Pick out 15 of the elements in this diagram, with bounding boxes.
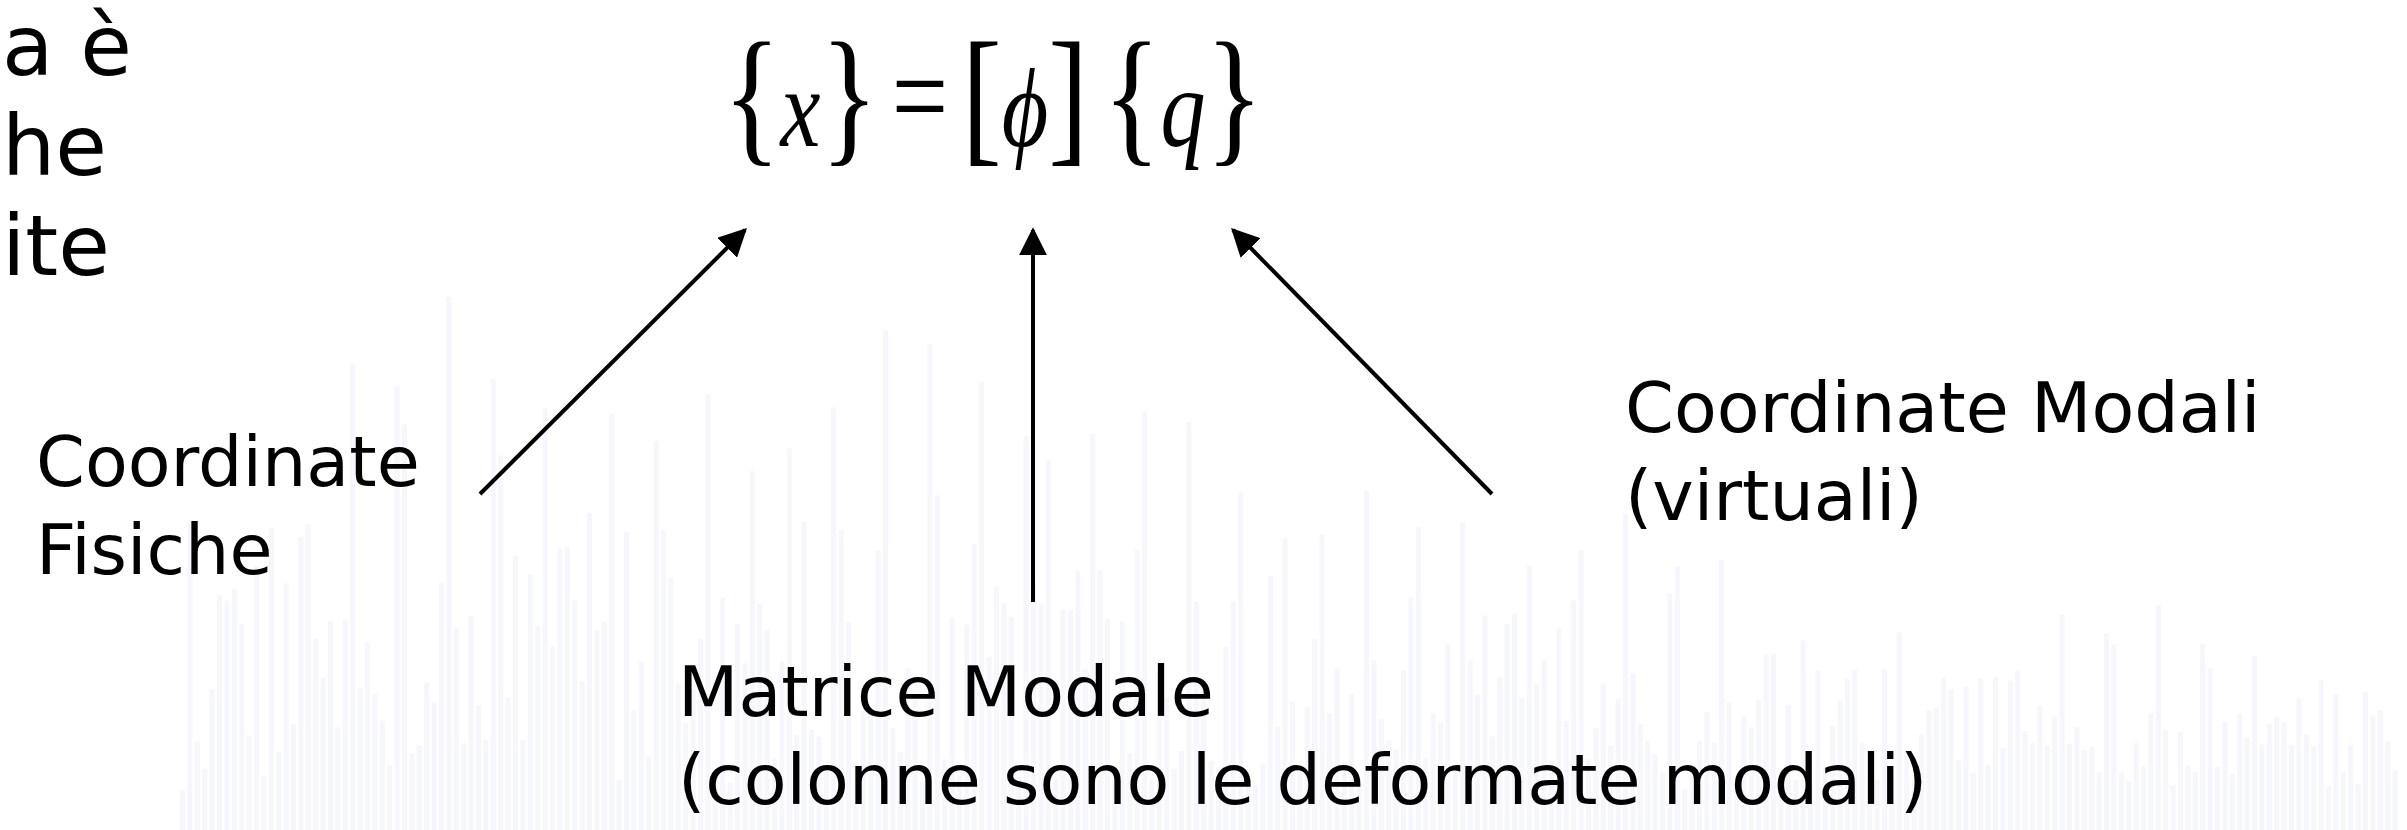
annotation-text: Matrice Modale bbox=[678, 650, 1215, 735]
annotation-text: Coordinate Modali bbox=[1625, 366, 2262, 451]
leader-arrow bbox=[1231, 228, 1494, 496]
equation-term: {q} bbox=[1101, 15, 1265, 181]
equation-term: {x} bbox=[721, 15, 880, 181]
annotation-text: Coordinate Fisiche bbox=[36, 420, 421, 593]
annotation-text: (virtuali) bbox=[1625, 454, 1924, 539]
leader-arrow bbox=[1019, 227, 1047, 602]
cut-off-text: a è bbox=[2, 0, 132, 96]
cut-off-text: ite bbox=[2, 196, 110, 296]
cut-off-text: he bbox=[2, 96, 107, 196]
annotation-text: (colonne sono le deformate modali) bbox=[678, 738, 1929, 823]
equals-sign: = bbox=[890, 25, 950, 167]
equation-term: [ϕ] bbox=[960, 15, 1090, 181]
leader-arrow bbox=[478, 228, 747, 496]
